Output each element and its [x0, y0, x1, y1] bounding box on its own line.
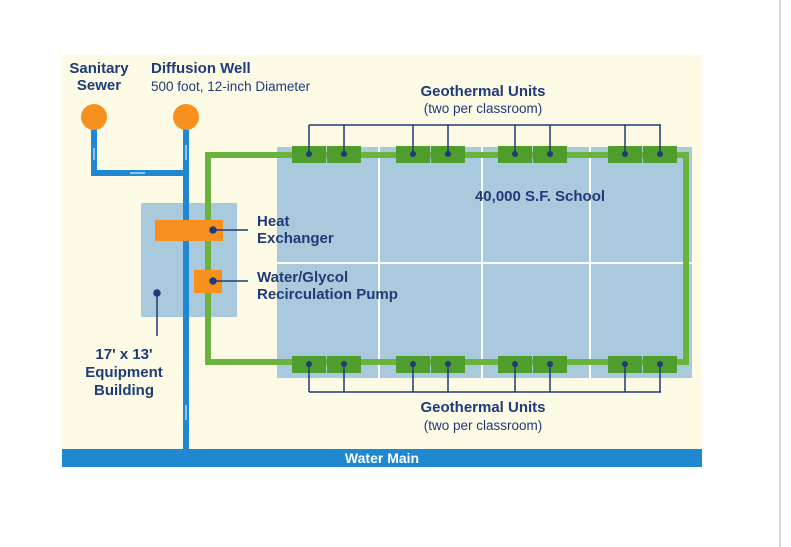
heat-exchanger — [155, 220, 223, 241]
unit-dot — [410, 151, 416, 157]
geothermal-units — [292, 124, 677, 393]
pump-label: Water/Glycol — [257, 269, 348, 286]
equipment-building-label-3: Building — [94, 382, 154, 399]
school-label: 40,000 S.F. School — [475, 188, 605, 205]
equipment-building-label-2: Equipment — [85, 364, 163, 381]
unit-dot — [341, 151, 347, 157]
unit-dot — [341, 361, 347, 367]
unit-dot — [512, 361, 518, 367]
unit-dot — [657, 151, 663, 157]
sanitary-sewer-label: Sanitary — [69, 60, 129, 77]
unit-dot — [306, 151, 312, 157]
recirculation-pump — [194, 270, 222, 293]
unit-dot — [445, 361, 451, 367]
geothermal-units-bottom-subtitle: (two per classroom) — [424, 418, 543, 433]
unit-dot — [622, 361, 628, 367]
sanitary-sewer-icon — [81, 104, 107, 130]
glycol-loop — [205, 152, 689, 365]
geothermal-units-top-title: Geothermal Units — [420, 83, 545, 100]
heat-exchanger-label: Heat — [257, 213, 290, 230]
unit-dot — [512, 151, 518, 157]
unit-dot — [657, 361, 663, 367]
diffusion-well-icon — [173, 104, 199, 130]
unit-dot — [547, 151, 553, 157]
water-pipes — [91, 120, 189, 452]
sanitary-sewer-label-2: Sewer — [77, 77, 121, 94]
unit-dot — [410, 361, 416, 367]
unit-dot — [547, 361, 553, 367]
diffusion-well-label: Diffusion Well — [151, 60, 251, 77]
heat-exchanger-label-2: Exchanger — [257, 230, 334, 247]
unit-dot — [306, 361, 312, 367]
geothermal-units-bottom-title: Geothermal Units — [420, 399, 545, 416]
water-main-label: Water Main — [345, 450, 419, 466]
callout-lines — [153, 226, 248, 336]
geothermal-units-top-subtitle: (two per classroom) — [424, 101, 543, 116]
pump-label-2: Recirculation Pump — [257, 286, 398, 303]
water-main — [62, 449, 702, 467]
unit-dot — [622, 151, 628, 157]
scrollbar[interactable] — [779, 0, 781, 547]
school-building — [277, 147, 692, 378]
equipment-building-label: 17' x 13' — [95, 346, 152, 363]
diffusion-well-spec: 500 foot, 12-inch Diameter — [151, 79, 311, 94]
unit-dot — [445, 151, 451, 157]
